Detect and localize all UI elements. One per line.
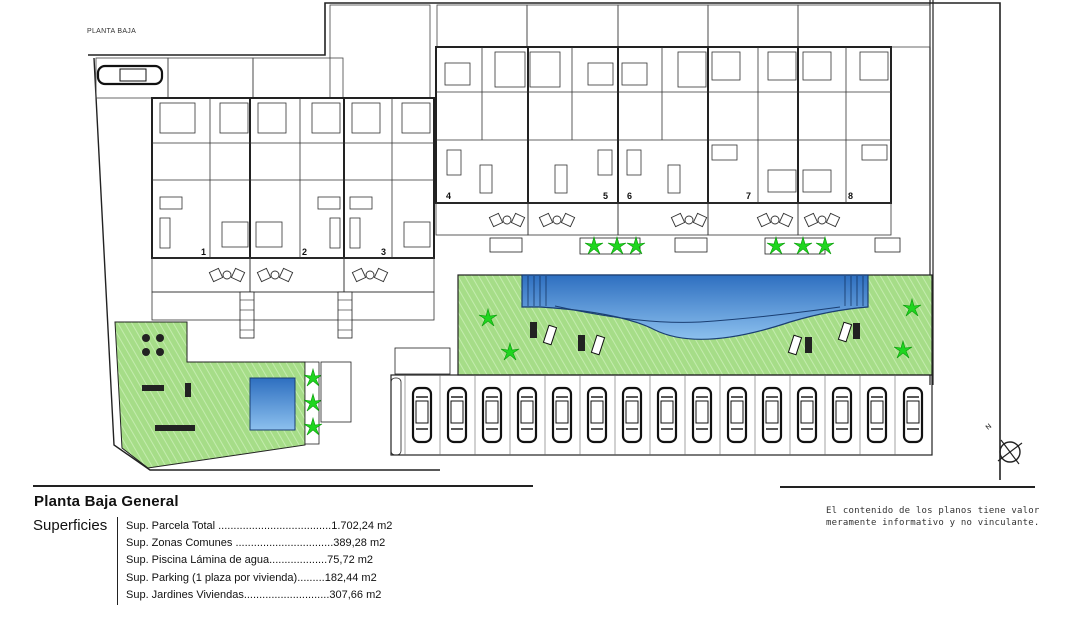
separator-line-left [33,485,533,487]
area-row-parcela: Sup. Parcela Total .....................… [126,520,393,532]
unit-number-4: 4 [446,191,451,201]
unit-number-3: 3 [381,247,386,257]
floor-plan: PLANTA BAJA [87,0,1023,480]
area-row-piscina: Sup. Piscina Lámina de agua.............… [126,554,374,567]
svg-text:N: N [985,423,993,432]
separator-line-right [780,486,1035,488]
unit-number-1: 1 [201,247,206,257]
surface-area-list: Sup. Parcela Total .....................… [126,518,392,604]
unit-number-7: 7 [746,191,751,201]
area-row-parking: Sup. Parking (1 plaza por vivienda).....… [126,571,377,584]
plan-heading: PLANTA BAJA [87,28,137,35]
disclaimer-line-1: El contenido de los planos tiene valor [826,506,1040,516]
unit-number-5: 5 [603,191,608,201]
unit-number-2: 2 [302,247,307,257]
site-plan-drawing: 1 2 3 4 5 6 7 8 [88,0,1023,480]
unit-number-8: 8 [848,191,853,201]
unit-number-6: 6 [627,191,632,201]
legend-divider [117,517,118,605]
area-row-jardines: Sup. Jardines Viviendas.................… [126,588,382,601]
parking-cars [411,386,924,444]
legend-title: Planta Baja General [34,493,179,510]
north-arrow: N [985,423,1023,465]
disclaimer-line-2: meramente informativo y no vinculante. [826,518,1040,528]
superficies-label: Superficies [33,517,108,534]
area-row-zonas-comunes: Sup. Zonas Comunes .....................… [126,537,386,550]
disclaimer-note: El contenido de los planos tiene valor m… [826,505,1040,529]
